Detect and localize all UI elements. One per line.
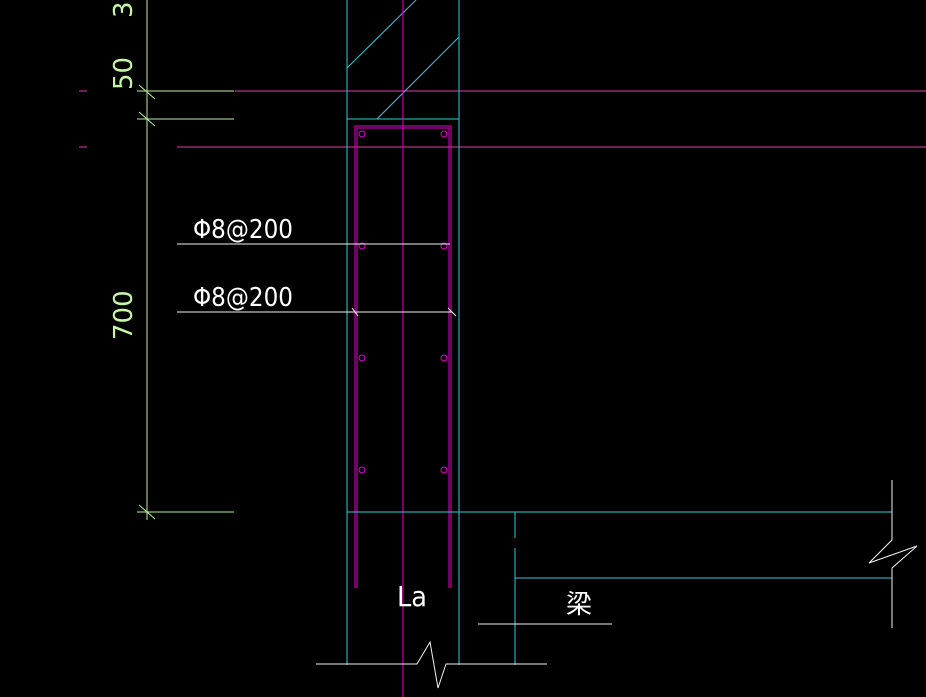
hatch-1 <box>346 0 417 69</box>
stirrup-outline-inner <box>356 127 450 588</box>
rebar-dots <box>358 130 448 474</box>
dimension-tick-1 <box>138 84 156 100</box>
rebar-leaders <box>177 243 457 317</box>
rebar-label-1: Φ8@200 <box>193 215 293 245</box>
leader-hook-left <box>351 307 359 317</box>
beam-outline <box>347 511 892 665</box>
dimension-text-top: 35 <box>109 0 139 18</box>
right-break-line <box>868 480 918 628</box>
rebar-dot <box>358 354 366 362</box>
rebar-dot <box>358 242 366 250</box>
rebar-dot <box>440 354 448 362</box>
leader-hook-right <box>447 307 457 317</box>
hatch-2 <box>376 36 460 120</box>
rebar-dot <box>440 466 448 474</box>
rebar-dot <box>358 466 366 474</box>
dimension-tick-2 <box>138 111 156 127</box>
stirrup-outline-outer <box>354 125 452 588</box>
anchorage-length-label: La <box>397 580 427 613</box>
wall-outline <box>346 0 460 665</box>
slab-lines <box>79 90 926 148</box>
dimension-text-50: 50 <box>109 57 139 90</box>
dimension-text-700: 700 <box>109 290 139 340</box>
break-symbol-bottom <box>316 640 547 689</box>
rebar-dot <box>440 242 448 250</box>
stirrup <box>354 125 452 588</box>
bottom-break-line <box>316 640 547 689</box>
break-symbol-right <box>868 480 918 628</box>
dimension-line-group <box>137 0 234 520</box>
beam-label: 梁 <box>566 590 592 620</box>
rebar-dot <box>358 130 366 138</box>
rebar-dot <box>440 130 448 138</box>
dimension-tick-3 <box>138 504 156 520</box>
rebar-label-2: Φ8@200 <box>193 283 293 313</box>
